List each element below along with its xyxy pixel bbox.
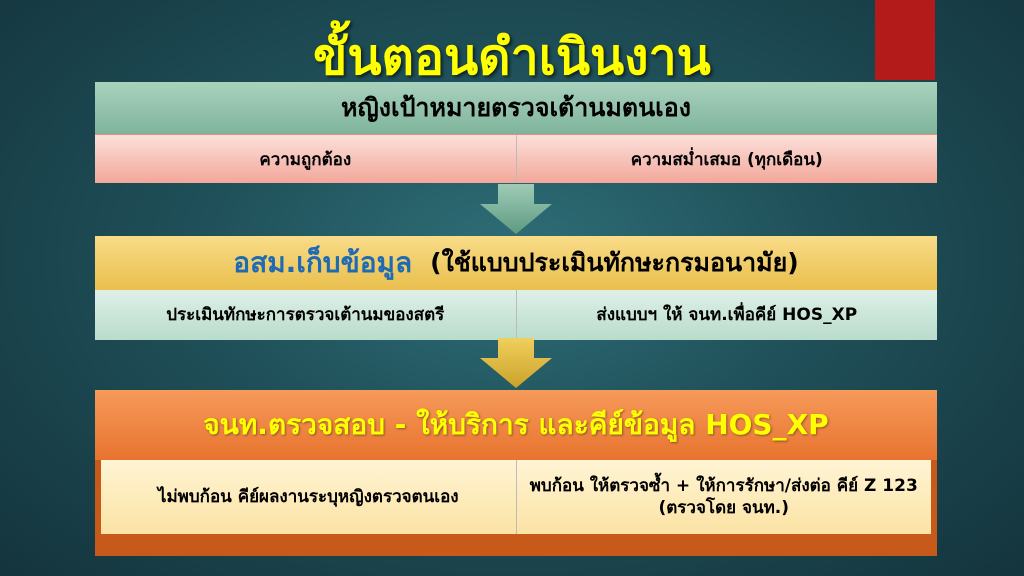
step-1-header: หญิงเป้าหมายตรวจเต้านมตนเอง xyxy=(95,82,937,134)
slide-title: ขั้นตอนดำเนินงาน xyxy=(313,28,711,86)
step-3-cell-no-lump: ไม่พบก้อน คีย์ผลงานระบุหญิงตรวจตนเอง xyxy=(157,487,459,507)
step-1-cell-accuracy: ความถูกต้อง xyxy=(259,149,352,170)
step-3-row: ไม่พบก้อน คีย์ผลงานระบุหญิงตรวจตนเอง พบก… xyxy=(101,460,931,534)
step-2-cell-assess: ประเมินทักษะการตรวจเต้านมของสตรี xyxy=(166,305,445,325)
arrow-down-icon xyxy=(480,338,552,388)
step-1-cell-regularity: ความสม่ำเสมอ (ทุกเดือน) xyxy=(515,135,938,183)
arrow-down-icon xyxy=(480,184,552,234)
accent-bar xyxy=(875,0,935,80)
step-2-cell-send: ส่งแบบฯ ให้ จนท.เพื่อคีย์ HOS_XP xyxy=(515,290,938,340)
step-2-header: อสม.เก็บข้อมูล (ใช้แบบประเมินทักษะกรมอนา… xyxy=(95,236,937,290)
step-2-row: ประเมินทักษะการตรวจเต้านมของสตรี ส่งแบบฯ… xyxy=(95,290,937,340)
step-3-header: จนท.ตรวจสอบ - ให้บริการ และคีย์ข้อมูล HO… xyxy=(95,390,937,460)
step-1-row: ความถูกต้อง ความสม่ำเสมอ (ทุกเดือน) xyxy=(95,134,937,183)
step-2-header-main: อสม.เก็บข้อมูล xyxy=(233,246,413,279)
step-1-box: หญิงเป้าหมายตรวจเต้านมตนเอง ความถูกต้อง … xyxy=(95,82,937,183)
step-3-cell-lump-found: พบก้อน ให้ตรวจซ้ำ + ให้การรักษา/ส่งต่อ ค… xyxy=(515,460,932,534)
step-2-box: อสม.เก็บข้อมูล (ใช้แบบประเมินทักษะกรมอนา… xyxy=(95,236,937,340)
step-3-box: จนท.ตรวจสอบ - ให้บริการ และคีย์ข้อมูล HO… xyxy=(95,390,937,556)
step-2-header-note: (ใช้แบบประเมินทักษะกรมอนามัย) xyxy=(430,248,799,277)
